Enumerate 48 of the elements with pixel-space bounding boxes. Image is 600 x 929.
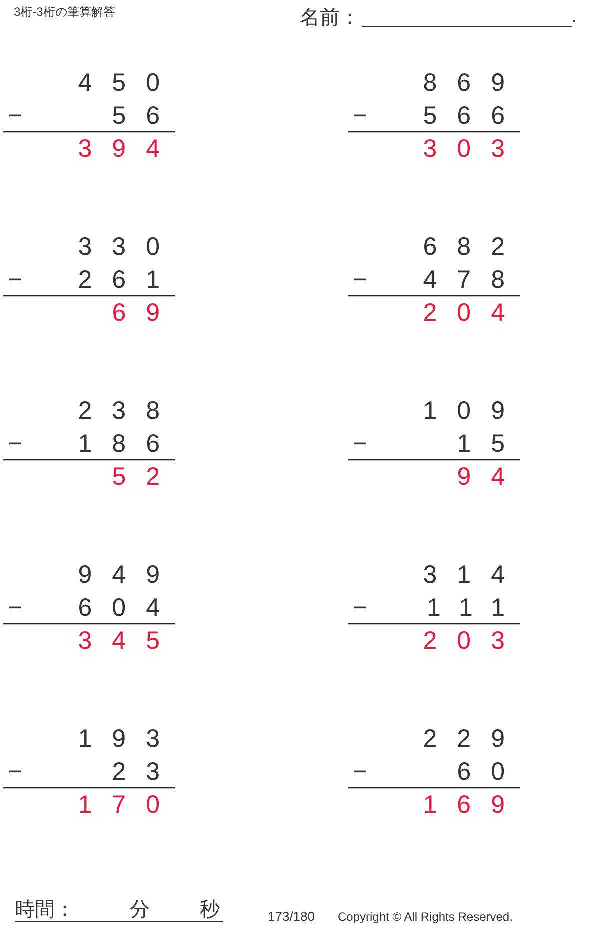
subtrahend: 604 bbox=[78, 596, 180, 621]
minus-sign: − bbox=[353, 432, 368, 457]
subtrahend: 111 bbox=[426, 596, 525, 621]
subtrahend: 56 bbox=[112, 104, 180, 129]
subtrahend: 478 bbox=[423, 268, 525, 293]
minus-sign: − bbox=[8, 596, 23, 621]
answer: 204 bbox=[423, 301, 525, 326]
minuend: 330 bbox=[78, 235, 180, 260]
answer: 94 bbox=[457, 465, 525, 490]
minuend: 869 bbox=[423, 71, 525, 96]
answer: 170 bbox=[78, 793, 180, 818]
minuend: 682 bbox=[423, 235, 525, 260]
answer: 303 bbox=[423, 137, 525, 162]
minuend: 314 bbox=[423, 563, 525, 588]
copyright-notice: Copyright © All Rights Reserved. bbox=[338, 911, 513, 923]
minuend: 450 bbox=[78, 71, 180, 96]
name-label: 名前： bbox=[300, 8, 360, 28]
answer: 69 bbox=[112, 301, 180, 326]
minuend: 229 bbox=[423, 727, 525, 752]
answer: 394 bbox=[78, 137, 180, 162]
minuend: 193 bbox=[78, 727, 180, 752]
minuend: 238 bbox=[78, 399, 180, 424]
minus-sign: − bbox=[353, 760, 368, 785]
minus-sign: − bbox=[353, 104, 368, 129]
minus-sign: − bbox=[8, 760, 23, 785]
minus-sign: − bbox=[8, 104, 23, 129]
subtrahend: 261 bbox=[78, 268, 180, 293]
answer: 203 bbox=[423, 629, 525, 654]
subtrahend: 60 bbox=[457, 760, 525, 785]
subtrahend: 186 bbox=[78, 432, 180, 457]
answer: 169 bbox=[423, 793, 525, 818]
answer: 345 bbox=[78, 629, 180, 654]
worksheet-title: 3桁-3桁の筆算解答 bbox=[14, 6, 116, 18]
seconds-label: 秒 bbox=[200, 900, 220, 920]
answer: 52 bbox=[112, 465, 180, 490]
minutes-label: 分 bbox=[130, 900, 150, 920]
minus-sign: − bbox=[8, 432, 23, 457]
time-label: 時間： bbox=[15, 900, 75, 920]
minus-sign: − bbox=[353, 596, 368, 621]
minus-sign: − bbox=[8, 268, 23, 293]
subtrahend: 15 bbox=[457, 432, 525, 457]
subtrahend: 23 bbox=[112, 760, 180, 785]
period: . bbox=[572, 10, 576, 26]
minuend: 949 bbox=[78, 563, 180, 588]
subtrahend: 566 bbox=[423, 104, 525, 129]
minuend: 109 bbox=[423, 399, 525, 424]
minus-sign: − bbox=[353, 268, 368, 293]
page-number: 173/180 bbox=[268, 910, 315, 923]
